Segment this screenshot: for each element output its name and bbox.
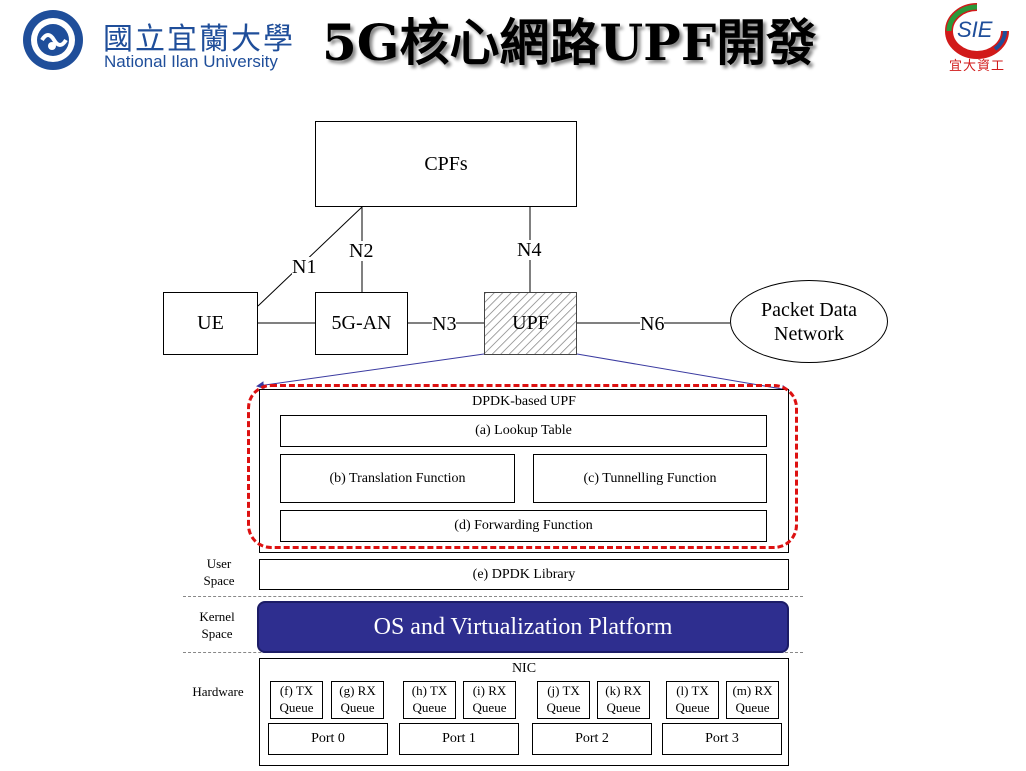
dpdk-library-box: (e) DPDK Library <box>259 559 789 590</box>
n1-link <box>257 206 363 307</box>
queue-label: (j) TX <box>547 683 580 698</box>
queue-sub-label: Queue <box>472 700 507 715</box>
nilu-logo <box>8 6 98 74</box>
dpdk-upf-title: DPDK-based UPF <box>472 394 576 409</box>
user-kernel-separator <box>183 596 803 597</box>
queue-sub-label: Queue <box>606 700 641 715</box>
sie-logo-cn: 宜大資工 <box>949 59 1006 74</box>
queue-sub-label: Queue <box>279 700 314 715</box>
pdn-label-2: Network <box>774 322 844 345</box>
queue-box: (m) RX Queue <box>726 681 779 719</box>
queue-label: (k) RX <box>605 683 642 698</box>
ue-box: UE <box>163 292 258 355</box>
cpfs-label: CPFs <box>424 152 468 175</box>
queue-sub-label: Queue <box>412 700 447 715</box>
tunnelling-function-box: (c) Tunnelling Function <box>533 454 767 503</box>
pdn-ellipse: Packet Data Network <box>730 280 888 363</box>
port-box: Port 3 <box>662 723 782 755</box>
port-box: Port 1 <box>399 723 519 755</box>
queue-box: (i) RX Queue <box>463 681 516 719</box>
cpfs-box: CPFs <box>315 121 577 207</box>
university-name-en: National Ilan University <box>104 52 278 71</box>
n6-label: N6 <box>640 313 665 335</box>
n4-label: N4 <box>517 239 542 261</box>
queue-box: (f) TX Queue <box>270 681 323 719</box>
nic-label: NIC <box>511 661 537 676</box>
queue-label: (g) RX <box>339 683 376 698</box>
hardware-label: Hardware <box>192 684 244 699</box>
page-title: 5G核心網路UPF開發 <box>322 13 817 72</box>
os-virtualization-label: OS and Virtualization Platform <box>373 613 673 640</box>
queue-label: (f) TX <box>279 683 314 698</box>
upf-highlight-outline <box>247 384 798 549</box>
port-box: Port 0 <box>268 723 388 755</box>
expand-arrow-left <box>256 353 485 390</box>
lookup-table-box: (a) Lookup Table <box>280 415 767 447</box>
n2-label: N2 <box>349 240 374 262</box>
port-box: Port 2 <box>532 723 652 755</box>
queue-label: (h) TX <box>411 683 448 698</box>
pdn-label-1: Packet Data <box>760 298 858 321</box>
queue-box: (h) TX Queue <box>403 681 456 719</box>
forwarding-function-box: (d) Forwarding Function <box>280 510 767 542</box>
queue-label: (i) RX <box>472 683 507 698</box>
queue-sub-label: Queue <box>735 700 770 715</box>
sie-logo-text: SIE <box>957 17 993 42</box>
queue-sub-label: Queue <box>340 700 375 715</box>
queue-label: (m) RX <box>732 683 773 698</box>
ue-label: UE <box>197 312 224 334</box>
upf-label: UPF <box>512 312 549 334</box>
n1-label: N1 <box>292 256 317 278</box>
an-box: 5G-AN <box>315 292 408 355</box>
queue-box: (k) RX Queue <box>597 681 650 719</box>
sie-logo: SIE 宜大資工 <box>935 3 1019 77</box>
queue-box: (l) TX Queue <box>666 681 719 719</box>
queue-label: (l) TX <box>676 683 709 698</box>
an-label: 5G-AN <box>331 312 392 334</box>
queue-box: (j) TX Queue <box>537 681 590 719</box>
queue-sub-label: Queue <box>675 700 710 715</box>
queue-sub-label: Queue <box>546 700 581 715</box>
university-name-cn: 國立宜蘭大學 <box>103 22 295 57</box>
upf-box: UPF <box>484 292 577 355</box>
queue-box: (g) RX Queue <box>331 681 384 719</box>
n3-label: N3 <box>432 313 457 335</box>
translation-function-box: (b) Translation Function <box>280 454 515 503</box>
os-virtualization-bar: OS and Virtualization Platform <box>257 601 789 653</box>
